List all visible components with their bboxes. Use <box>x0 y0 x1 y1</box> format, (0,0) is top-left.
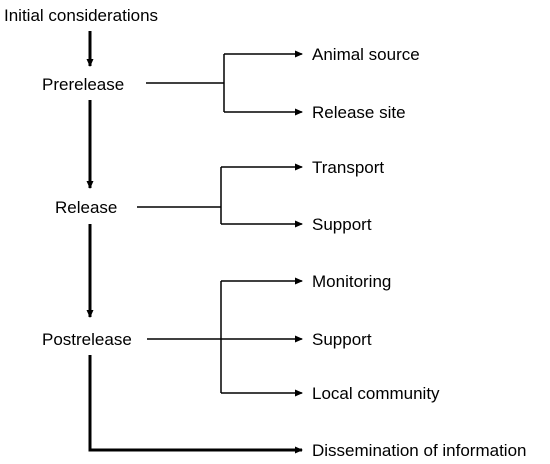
dissemination-of-information-label: Dissemination of information <box>312 441 527 460</box>
outcome-support-postrelease: Support <box>312 330 372 349</box>
outcome-local-community: Local community <box>312 384 440 403</box>
stage-prerelease-label: Prerelease <box>42 75 125 94</box>
outcome-monitoring: Monitoring <box>312 272 392 291</box>
arrow-postrelease-to-dissemination <box>88 355 303 454</box>
outcome-animal-source: Animal source <box>312 45 420 64</box>
initial-considerations-label: Initial considerations <box>4 6 159 25</box>
outcome-transport: Transport <box>312 158 385 177</box>
stage-postrelease-label: Postrelease <box>42 330 132 349</box>
outcome-support-release: Support <box>312 215 372 234</box>
outcome-release-site: Release site <box>312 103 406 122</box>
stage-release-label: Release <box>55 198 118 217</box>
